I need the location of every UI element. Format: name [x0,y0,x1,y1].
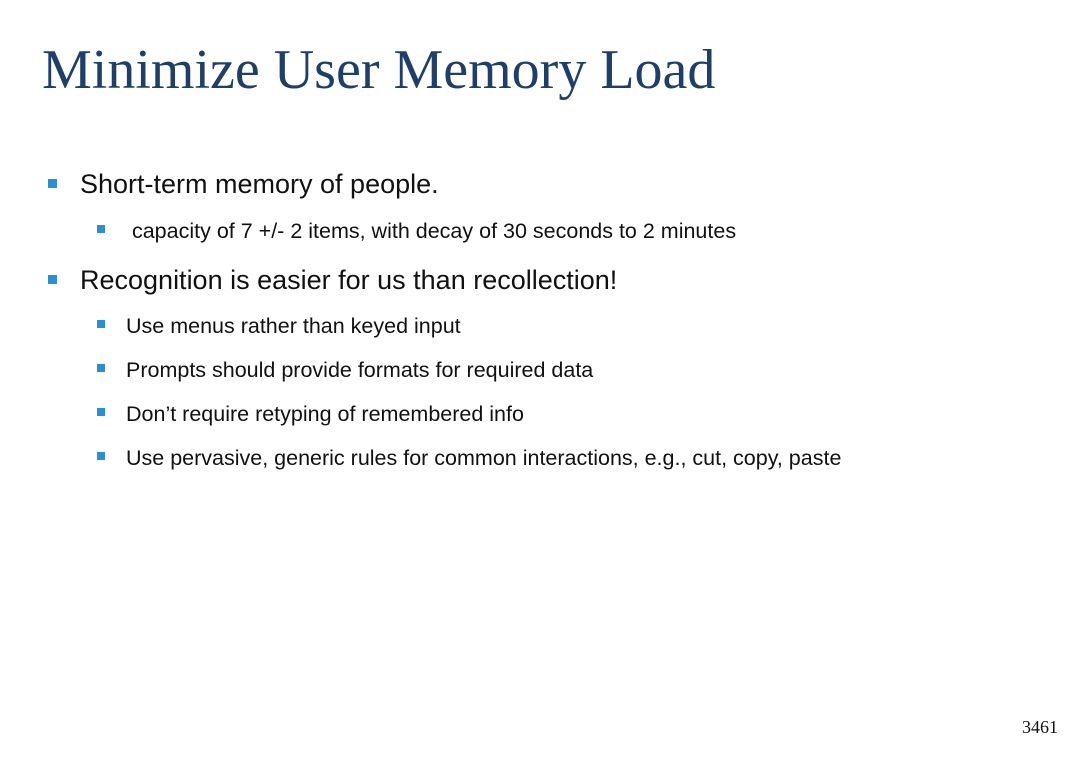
square-bullet-icon [97,452,105,460]
sub-bullet-text: capacity of 7 +/- 2 items, with decay of… [126,219,737,243]
sub-bullet-text: Use pervasive, generic rules for common … [126,446,842,470]
square-bullet-icon [97,408,105,416]
sub-bullet-text: Use menus rather than keyed input [126,314,461,338]
square-bullet-icon [97,320,105,328]
bullet-text: Recognition is easier for us than recoll… [80,265,618,295]
slide-title: Minimize User Memory Load [42,39,716,101]
square-bullet-icon [97,225,105,233]
sub-bullet-text: Prompts should provide formats for requi… [126,358,594,382]
square-bullet-icon [48,275,57,284]
square-bullet-icon [97,364,105,372]
square-bullet-icon [48,179,57,188]
sub-bullet-text: Don’t require retyping of remembered inf… [126,402,524,426]
bullet-text: Short-term memory of people. [80,169,439,199]
page-number: 3461 [1022,717,1058,737]
